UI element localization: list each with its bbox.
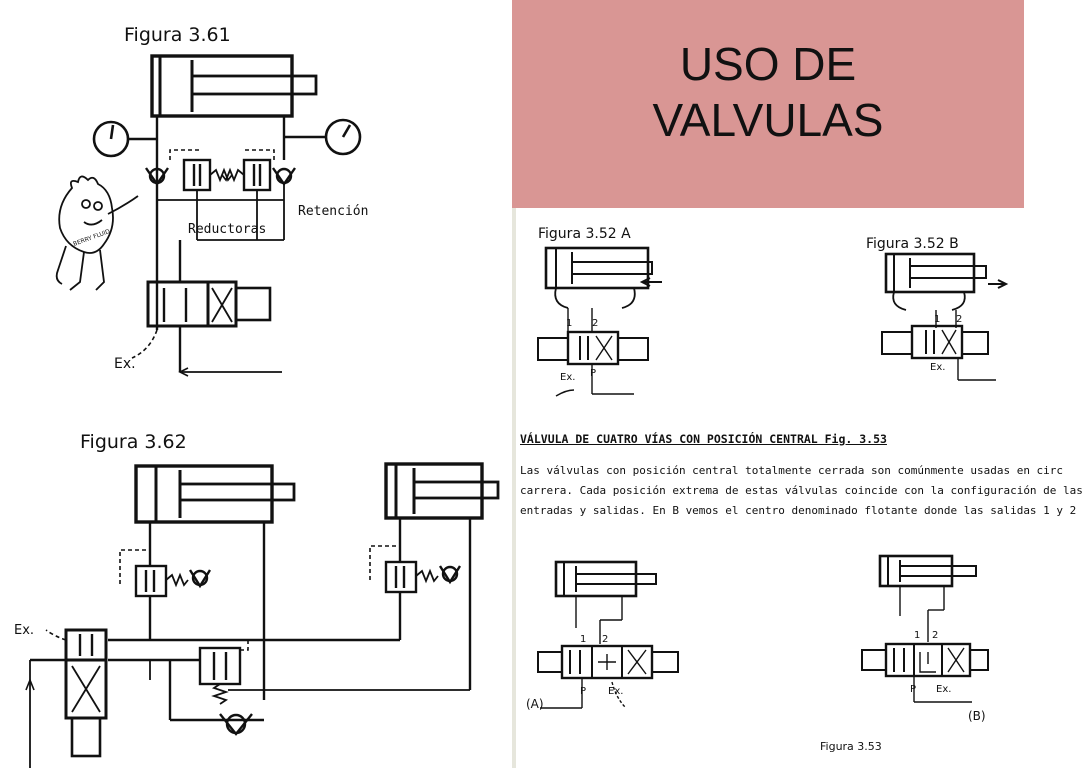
port-1-3-52b: 1 xyxy=(934,314,940,325)
paragraph-line-3: entradas y salidas. En B vemos el centro… xyxy=(520,504,1077,517)
right-diagram-panel: Figura 3.52 A 1 2 Ex. P Figu xyxy=(516,208,1083,768)
reducing-valve-left-icon xyxy=(169,149,233,192)
pressure-3-53b: P xyxy=(910,684,916,695)
directional-valve-3-62 xyxy=(64,628,108,758)
pressure-3-52a: P xyxy=(590,368,596,379)
check-valve-right-icon xyxy=(272,167,296,187)
reducing-valve-right-icon xyxy=(221,149,275,192)
port-2-3-53b: 2 xyxy=(932,630,938,641)
figure-3-52a-label: Figura 3.52 A xyxy=(538,226,631,242)
exhaust-3-52b: Ex. xyxy=(930,362,945,373)
exhaust-label-3-62: Ex. xyxy=(14,623,34,638)
directional-valve-3-61 xyxy=(146,280,272,328)
hydraulic-circuits-right: Figura 3.52 A 1 2 Ex. P Figu xyxy=(526,226,1009,723)
hydraulic-circuits-left: Figura 3.61 xyxy=(14,24,500,768)
reductoras-label: Reductoras xyxy=(188,222,266,237)
port-2-3-53a: 2 xyxy=(602,634,608,645)
cylinder-3-61 xyxy=(150,54,318,118)
reducing-valve-3-62-left xyxy=(119,549,212,598)
port-2-3-52b: 2 xyxy=(956,314,962,325)
port-1-3-53b: 1 xyxy=(914,630,920,641)
relief-valve-3-62 xyxy=(198,640,253,736)
paragraph-line-2: carrera. Cada posición extrema de estas … xyxy=(520,484,1083,497)
figure-3-62-label: Figura 3.62 xyxy=(80,431,187,453)
figure-3-61-label: Figura 3.61 xyxy=(124,24,231,46)
label-b-3-53: (B) xyxy=(968,709,986,723)
cylinder-3-52a xyxy=(544,246,662,290)
pressure-gauge-left-icon xyxy=(92,120,157,158)
title-line-1: USO DE xyxy=(679,38,857,90)
cylinder-3-62-left xyxy=(134,464,296,524)
scan-edge xyxy=(512,208,518,768)
slide-title: USO DE VALVULAS xyxy=(512,36,1024,148)
berry-fluid-mascot: BERRY FLUID xyxy=(55,175,139,291)
left-diagram-panel: Figura 3.61 xyxy=(0,0,512,768)
valve-3-53b xyxy=(861,642,989,678)
cylinder-3-53a xyxy=(554,560,657,598)
port-1-3-53a: 1 xyxy=(580,634,586,645)
title-box: USO DE VALVULAS xyxy=(512,0,1024,208)
check-valve-left-icon xyxy=(145,167,169,187)
cylinder-3-53b xyxy=(878,554,977,588)
title-line-2: VALVULAS xyxy=(652,94,884,146)
port-2-3-52a: 2 xyxy=(592,318,598,329)
cylinder-3-52b xyxy=(884,252,1009,294)
pressure-gauge-right-icon xyxy=(284,118,362,156)
valve-3-52a xyxy=(537,330,649,366)
valve-3-52b xyxy=(881,324,989,360)
exhaust-3-53b: Ex. xyxy=(936,684,951,695)
cylinder-3-62-right xyxy=(384,462,500,520)
exhaust-label-3-61: Ex. xyxy=(114,356,136,372)
retencion-label: Retención xyxy=(298,204,368,219)
pressure-3-53a: P xyxy=(580,686,586,697)
port-1-3-52a: 1 xyxy=(566,318,572,329)
figure-3-53-caption: Figura 3.53 xyxy=(820,740,882,753)
paragraph-line-1: Las válvulas con posición central totalm… xyxy=(520,464,1064,477)
mascot-text: BERRY FLUID xyxy=(72,228,111,248)
valve-3-53a xyxy=(537,644,679,680)
figure-3-52b-label: Figura 3.52 B xyxy=(866,236,959,252)
label-a-3-53: (A) xyxy=(526,697,544,711)
reducing-valve-3-62-right xyxy=(369,545,462,594)
exhaust-3-52a: Ex. xyxy=(560,372,575,383)
valve-heading: VÁLVULA DE CUATRO VÍAS CON POSICIÓN CENT… xyxy=(520,432,887,446)
